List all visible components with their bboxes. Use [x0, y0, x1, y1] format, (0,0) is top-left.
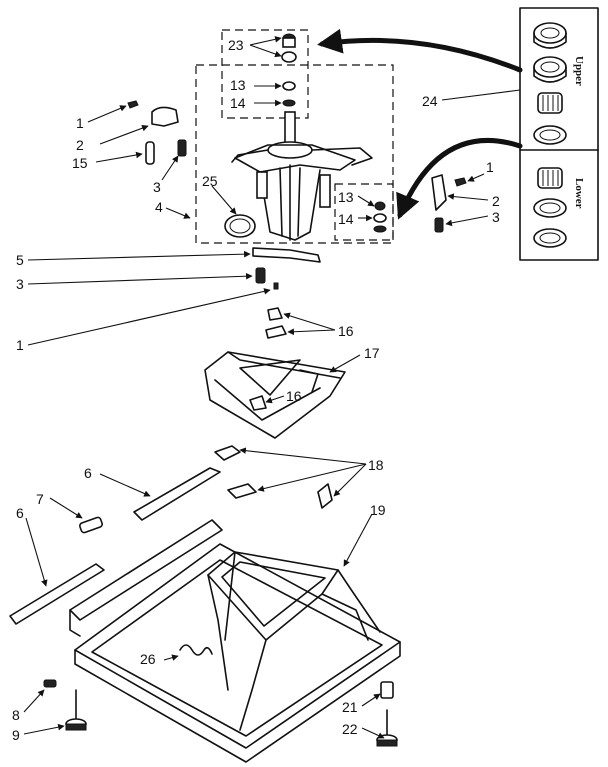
callout-8: 8	[12, 707, 20, 723]
bracket-parts	[252, 247, 321, 290]
callout-14-lower: 14	[338, 211, 354, 227]
upper-bearing-set	[533, 22, 567, 145]
callout-26: 26	[140, 651, 156, 667]
lower-label: Lower	[573, 178, 585, 209]
bearing-inset-panel: Upper Lower	[519, 7, 599, 261]
callout-4: 4	[155, 199, 163, 215]
upper-bearing-parts	[281, 33, 297, 107]
leveling-foot-left	[43, 679, 87, 731]
callout-2-right: 2	[492, 193, 500, 209]
wire-clip	[179, 644, 213, 656]
base-frame	[69, 519, 401, 763]
right-clip-parts	[431, 174, 467, 233]
left-clip-parts	[127, 100, 187, 165]
callout-25: 25	[202, 173, 218, 189]
lower-bearing-set	[533, 167, 567, 248]
callout-14-upper: 14	[230, 95, 246, 111]
callout-9: 9	[12, 727, 20, 743]
callout-3-right: 3	[492, 209, 500, 225]
leader-lines	[23, 36, 521, 739]
pad-parts	[214, 445, 333, 509]
callout-6-lower: 6	[16, 505, 24, 521]
callout-13-lower: 13	[338, 189, 354, 205]
callout-15: 15	[72, 155, 88, 171]
upper-arrow	[317, 28, 523, 73]
tub-support-parts	[204, 307, 346, 439]
transmission-assembly-box	[195, 29, 394, 244]
callout-1-upper-left: 1	[76, 115, 84, 131]
transmission-assembly	[231, 111, 373, 241]
lower-arrow	[396, 137, 523, 220]
callout-22: 22	[342, 721, 358, 737]
channel-parts	[9, 467, 221, 625]
callout-23: 23	[228, 37, 244, 53]
callout-18: 18	[368, 457, 384, 473]
upper-label: Upper	[573, 56, 585, 86]
callout-numbers: 23 13 14 1 2 15 3 25 4 13 14 1 2 3 24 5 …	[12, 37, 500, 743]
callout-16-bottom: 16	[286, 388, 302, 404]
callout-16-top: 16	[338, 323, 354, 339]
callout-2-left: 2	[76, 137, 84, 153]
seal-ring	[224, 214, 256, 238]
callout-19: 19	[370, 502, 386, 518]
callout-7: 7	[36, 491, 44, 507]
callout-24: 24	[422, 93, 438, 109]
callout-1-lower-left: 1	[16, 337, 24, 353]
callout-1-right: 1	[486, 159, 494, 175]
callout-13-upper: 13	[230, 77, 246, 93]
callout-21: 21	[342, 699, 358, 715]
callout-6-upper: 6	[84, 465, 92, 481]
callout-17: 17	[364, 345, 380, 361]
callout-3-left: 3	[16, 276, 24, 292]
lower-bearing-parts	[373, 201, 387, 233]
callout-5: 5	[16, 252, 24, 268]
callout-3-upper-left: 3	[153, 179, 161, 195]
